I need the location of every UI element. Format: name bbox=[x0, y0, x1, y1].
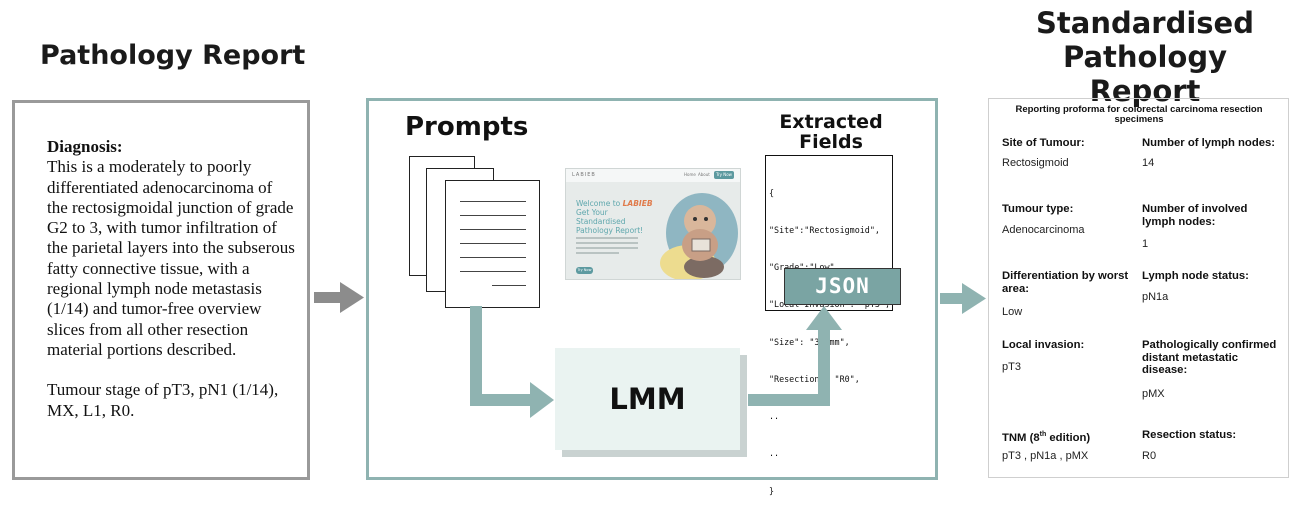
extracted-title-line-1: Extracted bbox=[779, 111, 883, 133]
field-value-involved-nodes: 1 bbox=[1142, 238, 1149, 250]
raw-report-text: Diagnosis: This is a moderately to poorl… bbox=[47, 137, 297, 421]
screenshot-blurb-lines bbox=[576, 237, 638, 254]
screenshot-line2: Get Your bbox=[576, 208, 608, 217]
field-label-tnm: TNM (8th edition) bbox=[1002, 429, 1090, 444]
diagnosis-text: This is a moderately to poorly different… bbox=[47, 157, 295, 359]
screenshot-line4: Pathology Report! bbox=[576, 226, 644, 235]
prompts-to-lmm-arrow bbox=[470, 306, 554, 418]
screenshot-topbar bbox=[566, 169, 740, 182]
json-line: "Size": "35 mm", bbox=[769, 336, 850, 347]
field-label-local-invasion: Local invasion: bbox=[1002, 339, 1085, 351]
heading-line-2: Pathology Report bbox=[1062, 40, 1227, 108]
field-label-resection-status: Resection status: bbox=[1142, 429, 1237, 441]
lmm-label: LMM bbox=[609, 382, 686, 416]
screenshot-line3: Standardised bbox=[576, 217, 626, 226]
screenshot-hero-text: Welcome to LABIEB Get Your Standardised … bbox=[576, 199, 653, 235]
proforma-title: Reporting proforma for colorectal carcin… bbox=[1015, 104, 1263, 125]
screenshot-brand: LABIEB bbox=[622, 199, 653, 208]
field-value-resection-status: R0 bbox=[1142, 450, 1157, 462]
prompt-document-front bbox=[445, 180, 540, 308]
json-line: } bbox=[769, 485, 775, 496]
extracted-fields-title: Extracted Fields bbox=[772, 112, 890, 152]
field-label-tumour-type: Tumour type: bbox=[1002, 203, 1074, 215]
field-label-differentiation: Differentiation by worst area: bbox=[1002, 270, 1129, 295]
diagnosis-label: Diagnosis: bbox=[47, 137, 123, 156]
pipeline-to-standardised-arrow bbox=[940, 283, 986, 314]
field-value-metastatic-disease: pMX bbox=[1142, 388, 1165, 400]
field-label-site: Site of Tumour: bbox=[1002, 137, 1085, 149]
field-label-involved-nodes: Number of involved lymph nodes: bbox=[1142, 203, 1248, 228]
json-line: .. bbox=[769, 411, 780, 422]
tnm-label-sup: th bbox=[1039, 431, 1047, 438]
web-app-screenshot: LABIEB Home About Try Now Welcome to LAB… bbox=[565, 168, 741, 280]
field-label-lymph-node-status: Lymph node status: bbox=[1142, 270, 1249, 282]
standardised-report-heading: Standardised Pathology Report bbox=[1010, 6, 1280, 108]
screenshot-welcome: Welcome to bbox=[576, 199, 621, 208]
field-value-local-invasion: pT3 bbox=[1002, 361, 1021, 373]
field-value-lymph-nodes: 14 bbox=[1142, 157, 1155, 169]
raw-report-panel: Diagnosis: This is a moderately to poorl… bbox=[12, 100, 310, 480]
tumour-stage-text: Tumour stage of pT3, pN1 (1/14), MX, L1,… bbox=[47, 380, 279, 420]
report-to-pipeline-arrow bbox=[314, 282, 364, 313]
json-line: "Site":"Rectosigmoid", bbox=[769, 225, 880, 236]
screenshot-logo: LABIEB bbox=[572, 172, 596, 178]
lmm-to-json-arrow bbox=[748, 306, 842, 406]
tnm-label-suffix: edition) bbox=[1046, 431, 1091, 444]
flow-arrows bbox=[314, 282, 986, 418]
field-value-differentiation: Low bbox=[1002, 306, 1023, 318]
field-label-metastatic-disease: Pathologically confirmed distant metasta… bbox=[1142, 339, 1277, 376]
json-line: .. bbox=[769, 448, 780, 459]
screenshot-nav-home: Home bbox=[684, 172, 696, 177]
screenshot-illustration bbox=[660, 193, 738, 279]
json-line: { bbox=[769, 187, 775, 198]
screenshot-cta-button: Try Now bbox=[576, 267, 593, 274]
extracted-title-line-2: Fields bbox=[799, 131, 863, 153]
field-value-tnm: pT3 , pN1a , pMX bbox=[1002, 450, 1089, 462]
field-label-lymph-nodes: Number of lymph nodes: bbox=[1142, 137, 1276, 149]
field-value-site: Rectosigmoid bbox=[1002, 157, 1069, 169]
json-line: "Grade":"Low", bbox=[769, 261, 890, 273]
json-badge: JSON bbox=[784, 268, 901, 305]
field-value-lymph-node-status: pN1a bbox=[1142, 291, 1169, 303]
screenshot-nav-button: Try Now bbox=[714, 171, 734, 179]
pathology-report-heading: Pathology Report bbox=[40, 40, 306, 71]
heading-line-1: Standardised bbox=[1036, 6, 1254, 40]
tnm-label-prefix: TNM (8 bbox=[1002, 431, 1040, 444]
json-line: "Resection": "R0", bbox=[769, 373, 860, 384]
prompts-title: Prompts bbox=[405, 112, 529, 142]
lmm-box: LMM bbox=[555, 348, 740, 450]
screenshot-nav-about: About bbox=[698, 172, 710, 177]
field-value-tumour-type: Adenocarcinoma bbox=[1002, 224, 1085, 236]
